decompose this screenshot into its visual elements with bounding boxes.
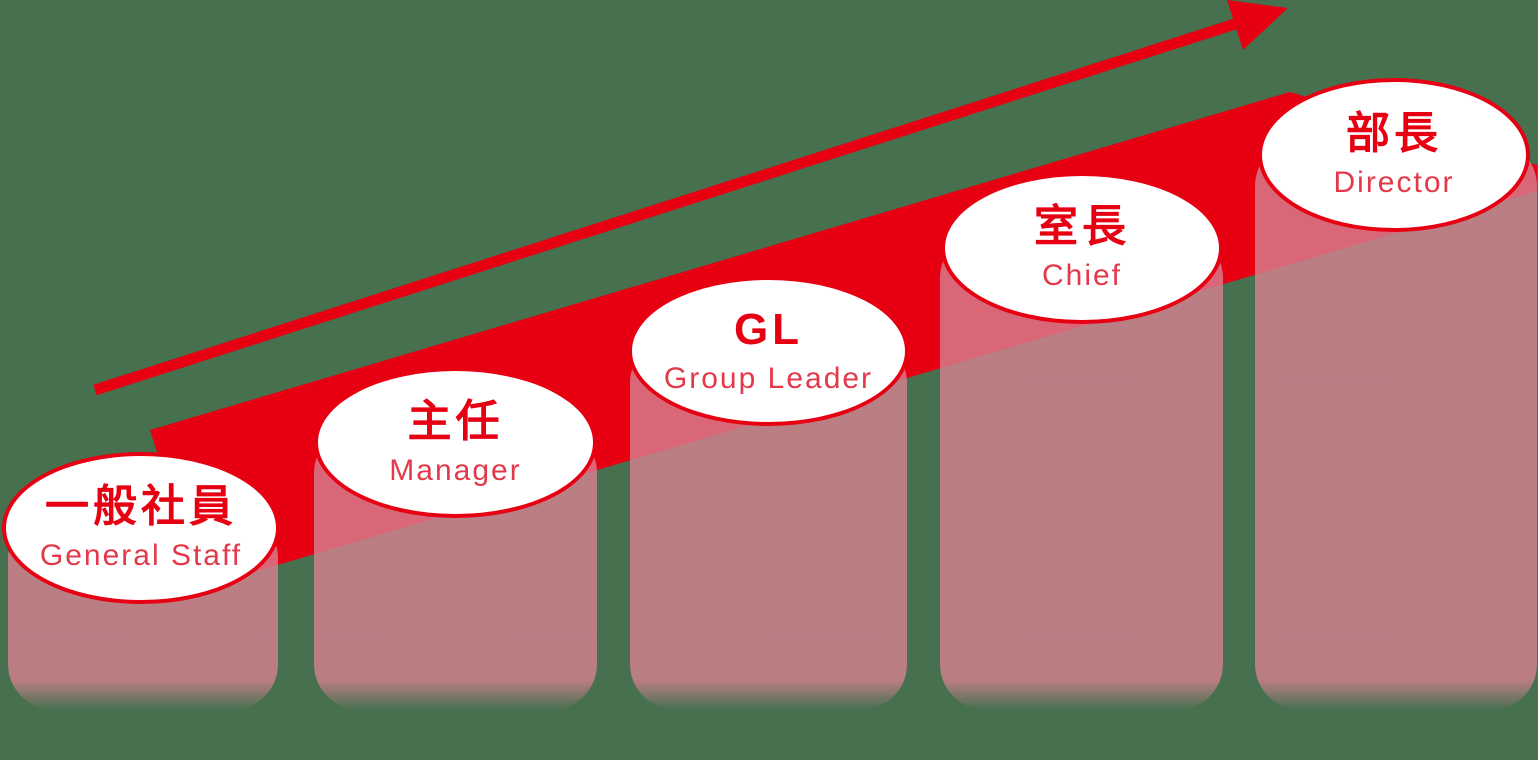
level-title: GL xyxy=(733,305,804,354)
level-title: 部長 xyxy=(1346,109,1442,158)
growth-arrow-icon xyxy=(93,0,1288,396)
level-subtitle: Director xyxy=(1333,166,1455,199)
level-title: 室長 xyxy=(1034,202,1130,251)
level-subtitle: Chief xyxy=(1041,259,1123,292)
level-subtitle: Group Leader xyxy=(663,362,874,395)
level-subtitle: General Staff xyxy=(39,539,243,572)
level-title: 一般社員 xyxy=(45,482,237,531)
level-badge-chief: 室長 Chief xyxy=(941,172,1223,324)
level-title: 主任 xyxy=(407,396,504,446)
level-badge-manager: 主任 Manager xyxy=(314,367,597,518)
level-badge-general-staff: 一般社員 General Staff xyxy=(2,452,280,604)
level-column-3 xyxy=(630,337,907,710)
level-badge-group-leader: GL Group Leader xyxy=(628,276,909,426)
level-column-5 xyxy=(1255,140,1537,710)
level-subtitle: Manager xyxy=(389,453,522,487)
level-column-4 xyxy=(940,232,1223,710)
level-badge-director: 部長 Director xyxy=(1258,78,1530,232)
